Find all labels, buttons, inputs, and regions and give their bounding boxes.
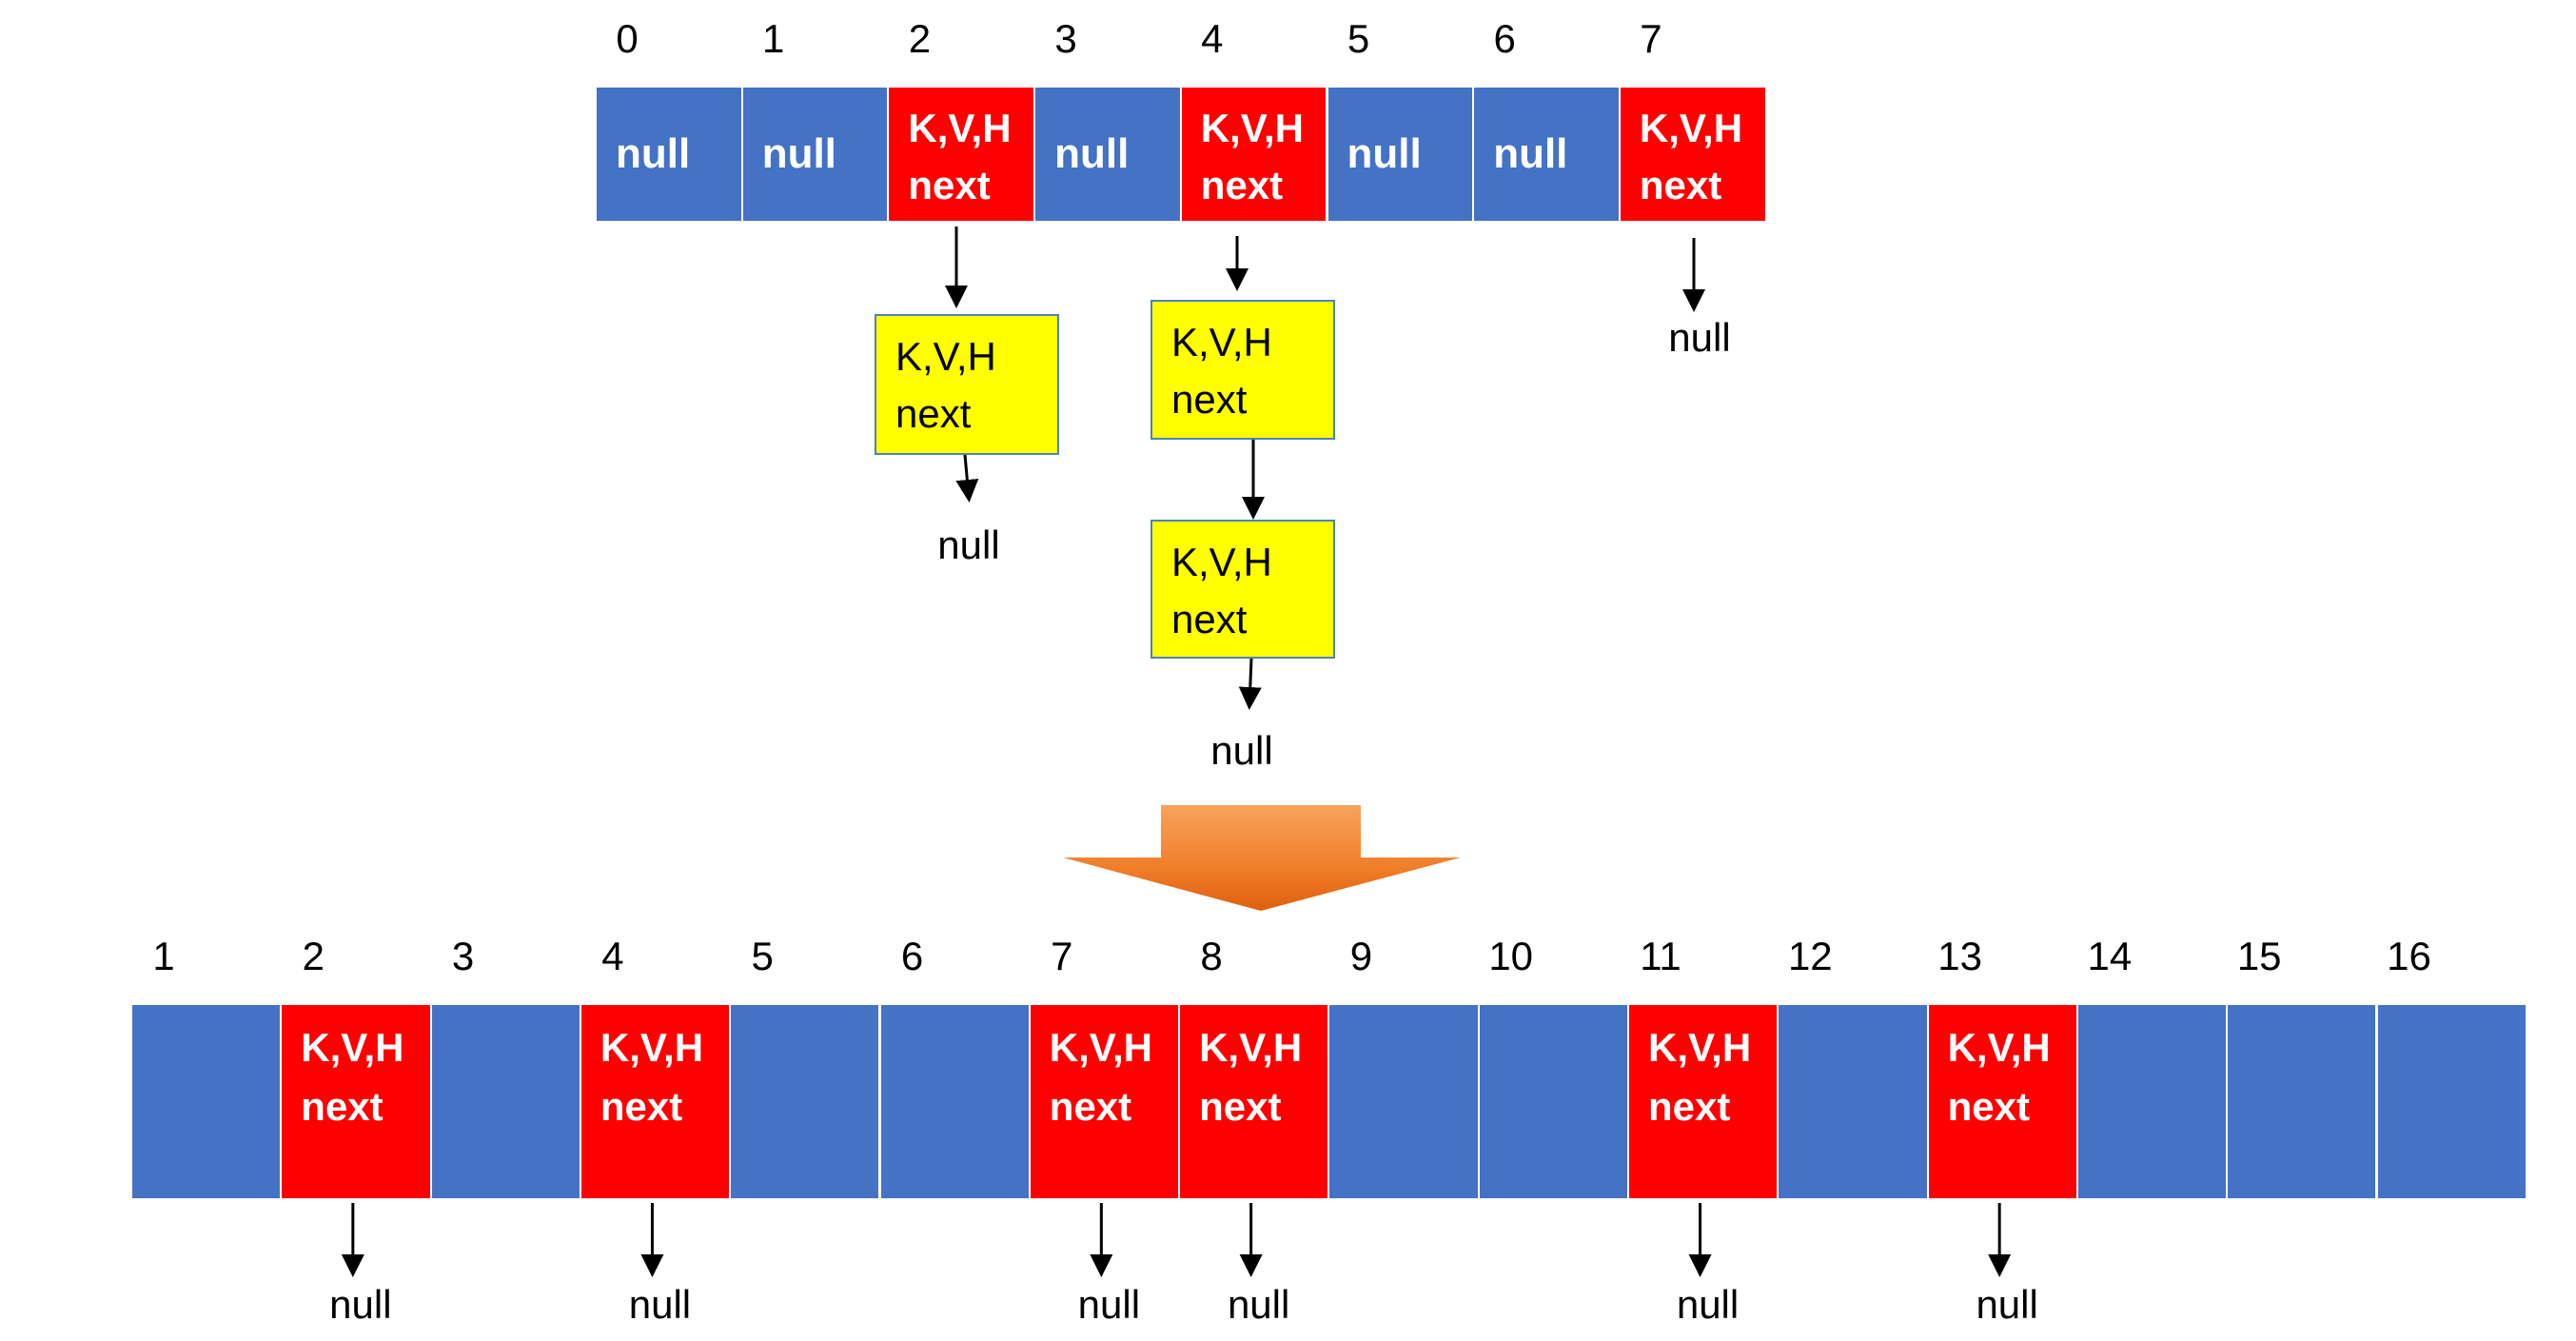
bottom-bucket-4: K,V,H next [580, 1005, 730, 1198]
bucket-null-label: null [1347, 130, 1422, 177]
bottom-bucket-11-null-text: null [1676, 1282, 1740, 1327]
bucket-next-label: next [301, 1084, 383, 1129]
bottom-bucket-8: K,V,H next [1180, 1005, 1328, 1198]
bottom-bucket-index-15: 15 [2236, 934, 2282, 978]
bucket-null-label: null [1493, 130, 1568, 177]
bucket-next-label: next [1200, 163, 1284, 207]
bottom-bucket-index-3: 3 [451, 934, 475, 978]
top-bucket-0: null [597, 88, 741, 221]
chain2-null-text: null [937, 523, 1000, 567]
bucket-next-label: next [908, 163, 991, 207]
chain-node-kvh: K,V,H [895, 334, 996, 379]
bottom-bucket-2: K,V,H next [282, 1005, 430, 1198]
bucket-kvh-label: K,V,H [908, 106, 1012, 150]
top-bucket-index-0: 0 [616, 16, 639, 61]
bottom-connector-group [341, 1203, 2012, 1277]
bottom-bucket-8-null-text: null [1227, 1282, 1290, 1327]
bottom-bucket-index-16: 16 [2387, 934, 2431, 978]
bucket-kvh-label: K,V,H [600, 1025, 704, 1070]
bottom-bucket-14 [2077, 1005, 2227, 1198]
top-bucket-index-4: 4 [1201, 16, 1224, 61]
bucket-null-label: null [616, 130, 691, 177]
bottom-bucket-index-10: 10 [1488, 934, 1534, 978]
bottom-bucket-5 [731, 1005, 879, 1198]
bottom-bucket-1 [132, 1005, 281, 1198]
bottom-bucket-index-6: 6 [900, 934, 924, 978]
bottom-bucket-index-8: 8 [1200, 934, 1223, 978]
bottom-bucket-index-1: 1 [152, 934, 175, 978]
chain-node-bucket4-first: K,V,H next [1150, 300, 1335, 440]
chain-node-next: next [1171, 597, 1248, 641]
top-bucket-7: K,V,H next [1620, 88, 1765, 221]
bottom-bucket-index-9: 9 [1349, 934, 1373, 978]
chain-node-kvh: K,V,H [1171, 320, 1272, 365]
bucket-null-label: null [1054, 130, 1130, 177]
bottom-bucket-index-11: 11 [1640, 934, 1681, 978]
chain2-node1-next-arrow [955, 454, 979, 503]
top-bucket-index-5: 5 [1347, 16, 1370, 61]
bottom-bucket-2-null-text: null [329, 1282, 392, 1327]
bucket-kvh-label: K,V,H [1199, 1025, 1303, 1070]
bottom-bucket-6 [880, 1005, 1029, 1198]
bottom-bucket-11: K,V,H next [1629, 1005, 1778, 1198]
top-bucket-5: null [1327, 88, 1473, 221]
bottom-bucket-4-null-text: null [628, 1282, 692, 1327]
top-bucket-index-2: 2 [908, 16, 932, 61]
bucket-null-label: null [761, 130, 836, 177]
bucket-next-label: next [1947, 1084, 2030, 1129]
bottom-bucket-7: K,V,H next [1030, 1005, 1179, 1198]
top-bucket-4: K,V,H next [1181, 88, 1327, 221]
bucket-kvh-label: K,V,H [1639, 106, 1743, 150]
bucket-next-label: next [600, 1084, 683, 1129]
bottom-bucket-index-5: 5 [751, 934, 774, 978]
bucket-next-label: next [1639, 163, 1722, 207]
bottom-bucket-index-13: 13 [1937, 934, 1982, 978]
chain-node-kvh: K,V,H [1171, 540, 1272, 584]
bottom-bucket-13-null-text: null [1976, 1282, 2038, 1327]
chain4-node2-next-arrow [1238, 658, 1262, 710]
bottom-bucket-15 [2228, 1005, 2376, 1198]
bucket-next-label: next [1648, 1084, 1731, 1129]
chain-node-bucket4-second: K,V,H next [1150, 520, 1335, 659]
bottom-bucket-16 [2377, 1005, 2526, 1198]
bucket-kvh-label: K,V,H [301, 1025, 404, 1070]
bottom-bucket-index-7: 7 [1051, 934, 1073, 978]
bucket-next-label: next [1199, 1084, 1282, 1129]
bottom-bucket-index-2: 2 [302, 934, 324, 978]
bottom-bucket-13: K,V,H next [1928, 1005, 2076, 1198]
top-bucket-index-6: 6 [1493, 16, 1516, 61]
bucket-kvh-label: K,V,H [1648, 1025, 1752, 1070]
down-arrow-icon [1063, 805, 1461, 911]
bottom-bucket-3 [431, 1005, 580, 1198]
top-bucket-6: null [1474, 88, 1619, 221]
bottom-bucket-10 [1479, 1005, 1627, 1198]
bottom-bucket-7-null-text: null [1077, 1282, 1141, 1327]
chain4-null-text: null [1210, 728, 1273, 773]
bucket7-null-text: null [1668, 315, 1731, 360]
bucket-next-label: next [1049, 1084, 1132, 1129]
bottom-bucket-index-4: 4 [601, 934, 624, 978]
bucket-kvh-label: K,V,H [1200, 106, 1304, 150]
chain-node-next: next [1171, 377, 1248, 422]
top-bucket-2: K,V,H next [889, 88, 1034, 221]
chain-node-bucket2: K,V,H next [875, 314, 1059, 455]
top-bucket-3: null [1035, 88, 1180, 221]
bucket-kvh-label: K,V,H [1049, 1025, 1152, 1070]
bottom-bucket-12 [1779, 1005, 1927, 1198]
bottom-bucket-index-14: 14 [2087, 934, 2133, 978]
bucket-kvh-label: K,V,H [1947, 1025, 2051, 1070]
top-bucket-index-3: 3 [1054, 16, 1077, 61]
bottom-bucket-index-12: 12 [1787, 934, 1833, 978]
top-bucket-index-1: 1 [762, 16, 785, 61]
chain-node-next: next [895, 391, 972, 436]
top-bucket-1: null [742, 88, 888, 221]
bottom-bucket-9 [1329, 1005, 1478, 1198]
top-bucket-index-7: 7 [1640, 16, 1662, 61]
